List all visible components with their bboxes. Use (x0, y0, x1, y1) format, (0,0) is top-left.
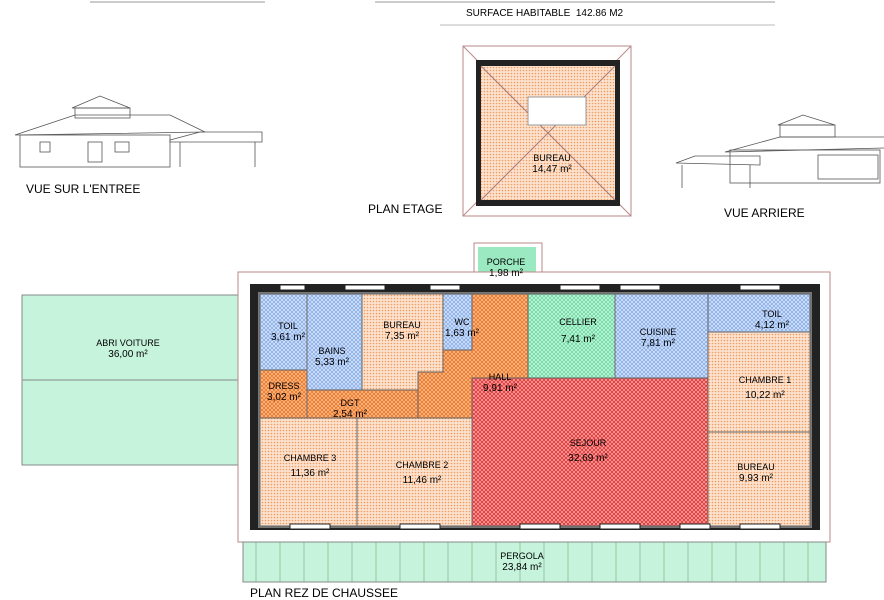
ground-plan-title: PLAN REZ DE CHAUSSEE (250, 586, 399, 600)
front-view-sketch (14, 95, 263, 168)
rear-view-sketch (675, 114, 884, 188)
surface-value: 142.86 M2 (575, 8, 624, 19)
view-front-title: VUE SUR L'ENTREE (26, 182, 141, 196)
upper-plan-title: PLAN ETAGE (368, 202, 443, 216)
view-rear-title: VUE ARRIERE (724, 206, 805, 220)
surface-habitable: SURFACE HABITABLE 142.86 M2 (466, 8, 623, 19)
surface-label: SURFACE HABITABLE (466, 8, 571, 19)
